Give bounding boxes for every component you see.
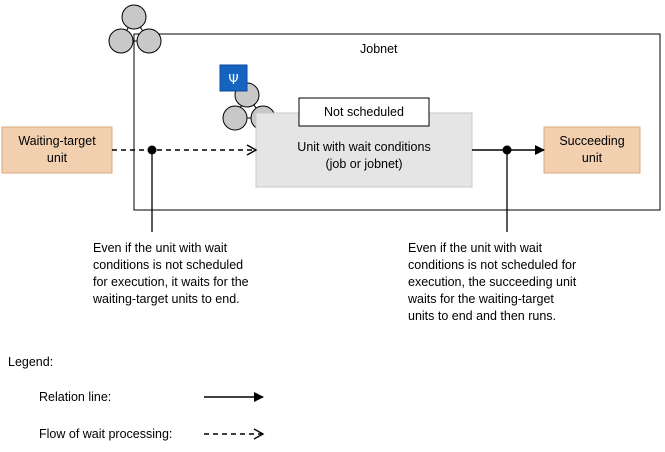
wait-condition-icon [219,64,248,92]
wait-unit-line1: Unit with wait conditions [297,140,431,154]
right-note-line: waits for the waiting-target [408,292,554,306]
left-note-line: Even if the unit with wait [93,241,228,255]
waiting-target-unit-label: Waiting-target unit [2,127,112,173]
succeeding-line1: Succeeding [559,134,625,148]
right-note-line: conditions is not scheduled for [408,258,577,272]
legend-relation-label: Relation line: [39,390,112,404]
wait-condition-glyph: Ψ [228,73,238,88]
waiting-target-line2: unit [46,151,68,165]
not-scheduled-label: Not scheduled [324,104,404,119]
wait-unit-line2: (job or jobnet) [325,157,403,171]
jobnet-label: Jobnet [360,42,398,56]
right-note: Even if the unit with wait conditions is… [408,240,628,325]
legend-title: Legend: [8,355,54,369]
right-note-line: units to end and then runs. [408,309,557,323]
succeeding-unit-label: Succeeding unit [544,127,640,173]
left-note: Even if the unit with wait conditions is… [93,240,293,308]
jobnet-icon [108,4,162,54]
right-note-line: Even if the unit with wait [408,241,543,255]
waiting-target-line1: Waiting-target [18,134,96,148]
left-note-line: waiting-target units to end. [93,292,240,306]
left-note-line: conditions is not scheduled [93,258,244,272]
succeeding-line2: unit [581,151,603,165]
succeeding-unit-box [543,126,641,174]
waiting-target-unit-box [1,126,113,174]
left-note-line: for execution, it waits for the [93,275,249,289]
right-note-line: execution, the succeeding unit [408,275,577,289]
not-scheduled-box [298,97,430,127]
wait-unit-label: Unit with wait conditions (job or jobnet… [256,134,472,178]
legend-wait-flow-label: Flow of wait processing: [39,427,173,441]
